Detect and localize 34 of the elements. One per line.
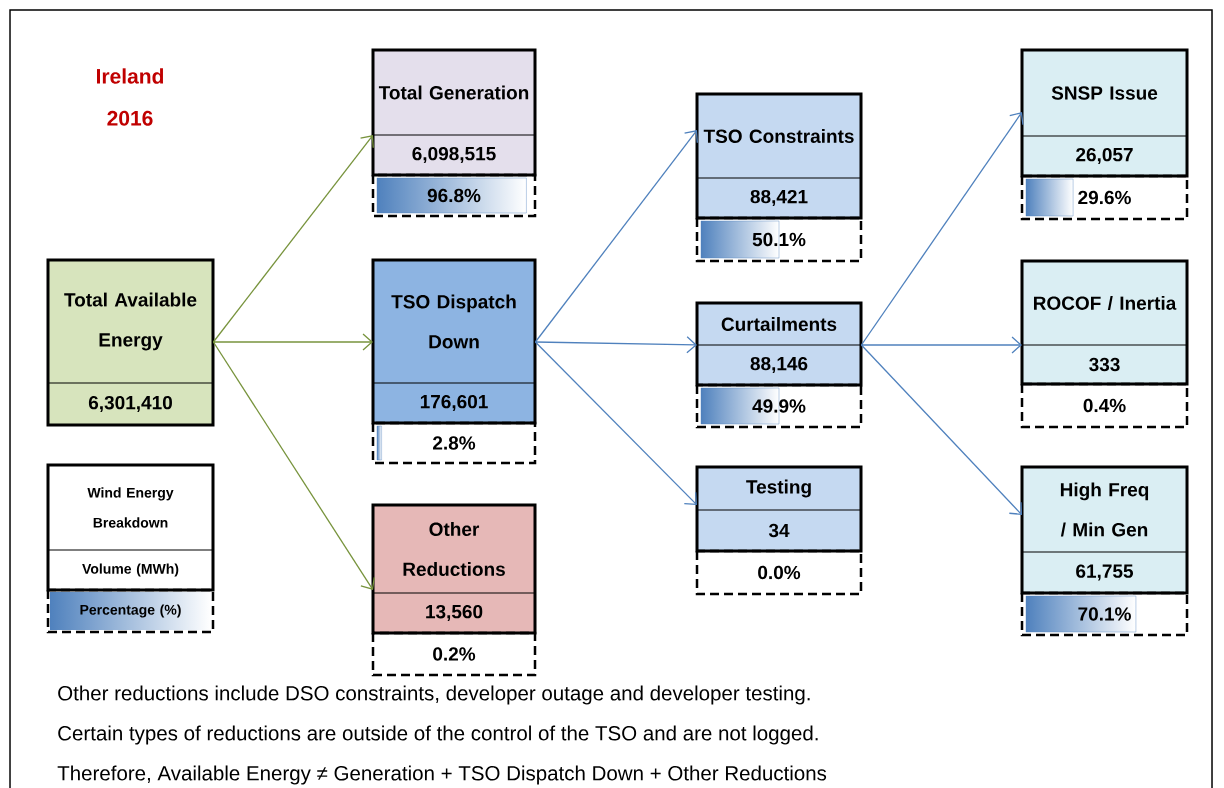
data-box: ROCOF / Inertia 333 0.4% bbox=[1020, 259, 1189, 429]
note: Certain types of reductions are outside of the control of the TSO and are not logged. bbox=[58, 725, 818, 745]
title: Ireland 2016 bbox=[97, 68, 164, 126]
data-box: Total Available Energy 6,301,410 bbox=[46, 258, 215, 427]
node-label: Percentage (%) bbox=[80, 604, 181, 618]
arrow bbox=[860, 344, 1022, 515]
arrow bbox=[212, 341, 375, 590]
node-label: 0.2% bbox=[433, 647, 476, 661]
arrow bbox=[860, 336, 1022, 354]
note: Therefore, Available Energy ≠ Generation + TSO Dispatch Down + Other Reductions bbox=[57, 765, 827, 785]
data-box: TSO Constraints 88,421 50.1% bbox=[695, 92, 863, 263]
arrow bbox=[534, 341, 697, 505]
legend-box: Wind Energy Breakdown Volume (MWh) Percentage (%) bbox=[46, 463, 215, 634]
note: Other reductions include DSO constraints, developer outage and developer testing. bbox=[58, 685, 810, 705]
data-box: High Freq / Min Gen 61,755 70.1% bbox=[1020, 465, 1189, 637]
node-label: 2.8% bbox=[433, 436, 476, 450]
node-label: 96.8% bbox=[427, 188, 481, 203]
node-label: 0.4% bbox=[1083, 398, 1126, 413]
data-box: Curtailments 88,146 49.9% bbox=[695, 301, 863, 429]
data-box: SNSP Issue 26,057 29.6% bbox=[1020, 48, 1189, 221]
data-box: Testing 34 0.0% bbox=[695, 465, 863, 596]
arrow bbox=[534, 336, 697, 354]
arrow bbox=[860, 112, 1024, 346]
data-box: Total Generation 6,098,515 96.8% bbox=[371, 48, 537, 218]
node-label: 50.1% bbox=[752, 232, 806, 247]
arrow bbox=[534, 130, 698, 343]
node-label: 70.1% bbox=[1078, 607, 1131, 621]
data-box: Other Reductions 13,560 0.2% bbox=[371, 503, 537, 677]
arrow bbox=[212, 333, 373, 351]
arrow bbox=[212, 135, 374, 343]
node-label: 29.6% bbox=[1078, 190, 1131, 205]
data-box: TSO Dispatch Down 176,601 2.8% bbox=[371, 258, 537, 465]
node-label: 49.9% bbox=[752, 399, 806, 413]
node-label: 0.0% bbox=[758, 565, 801, 580]
